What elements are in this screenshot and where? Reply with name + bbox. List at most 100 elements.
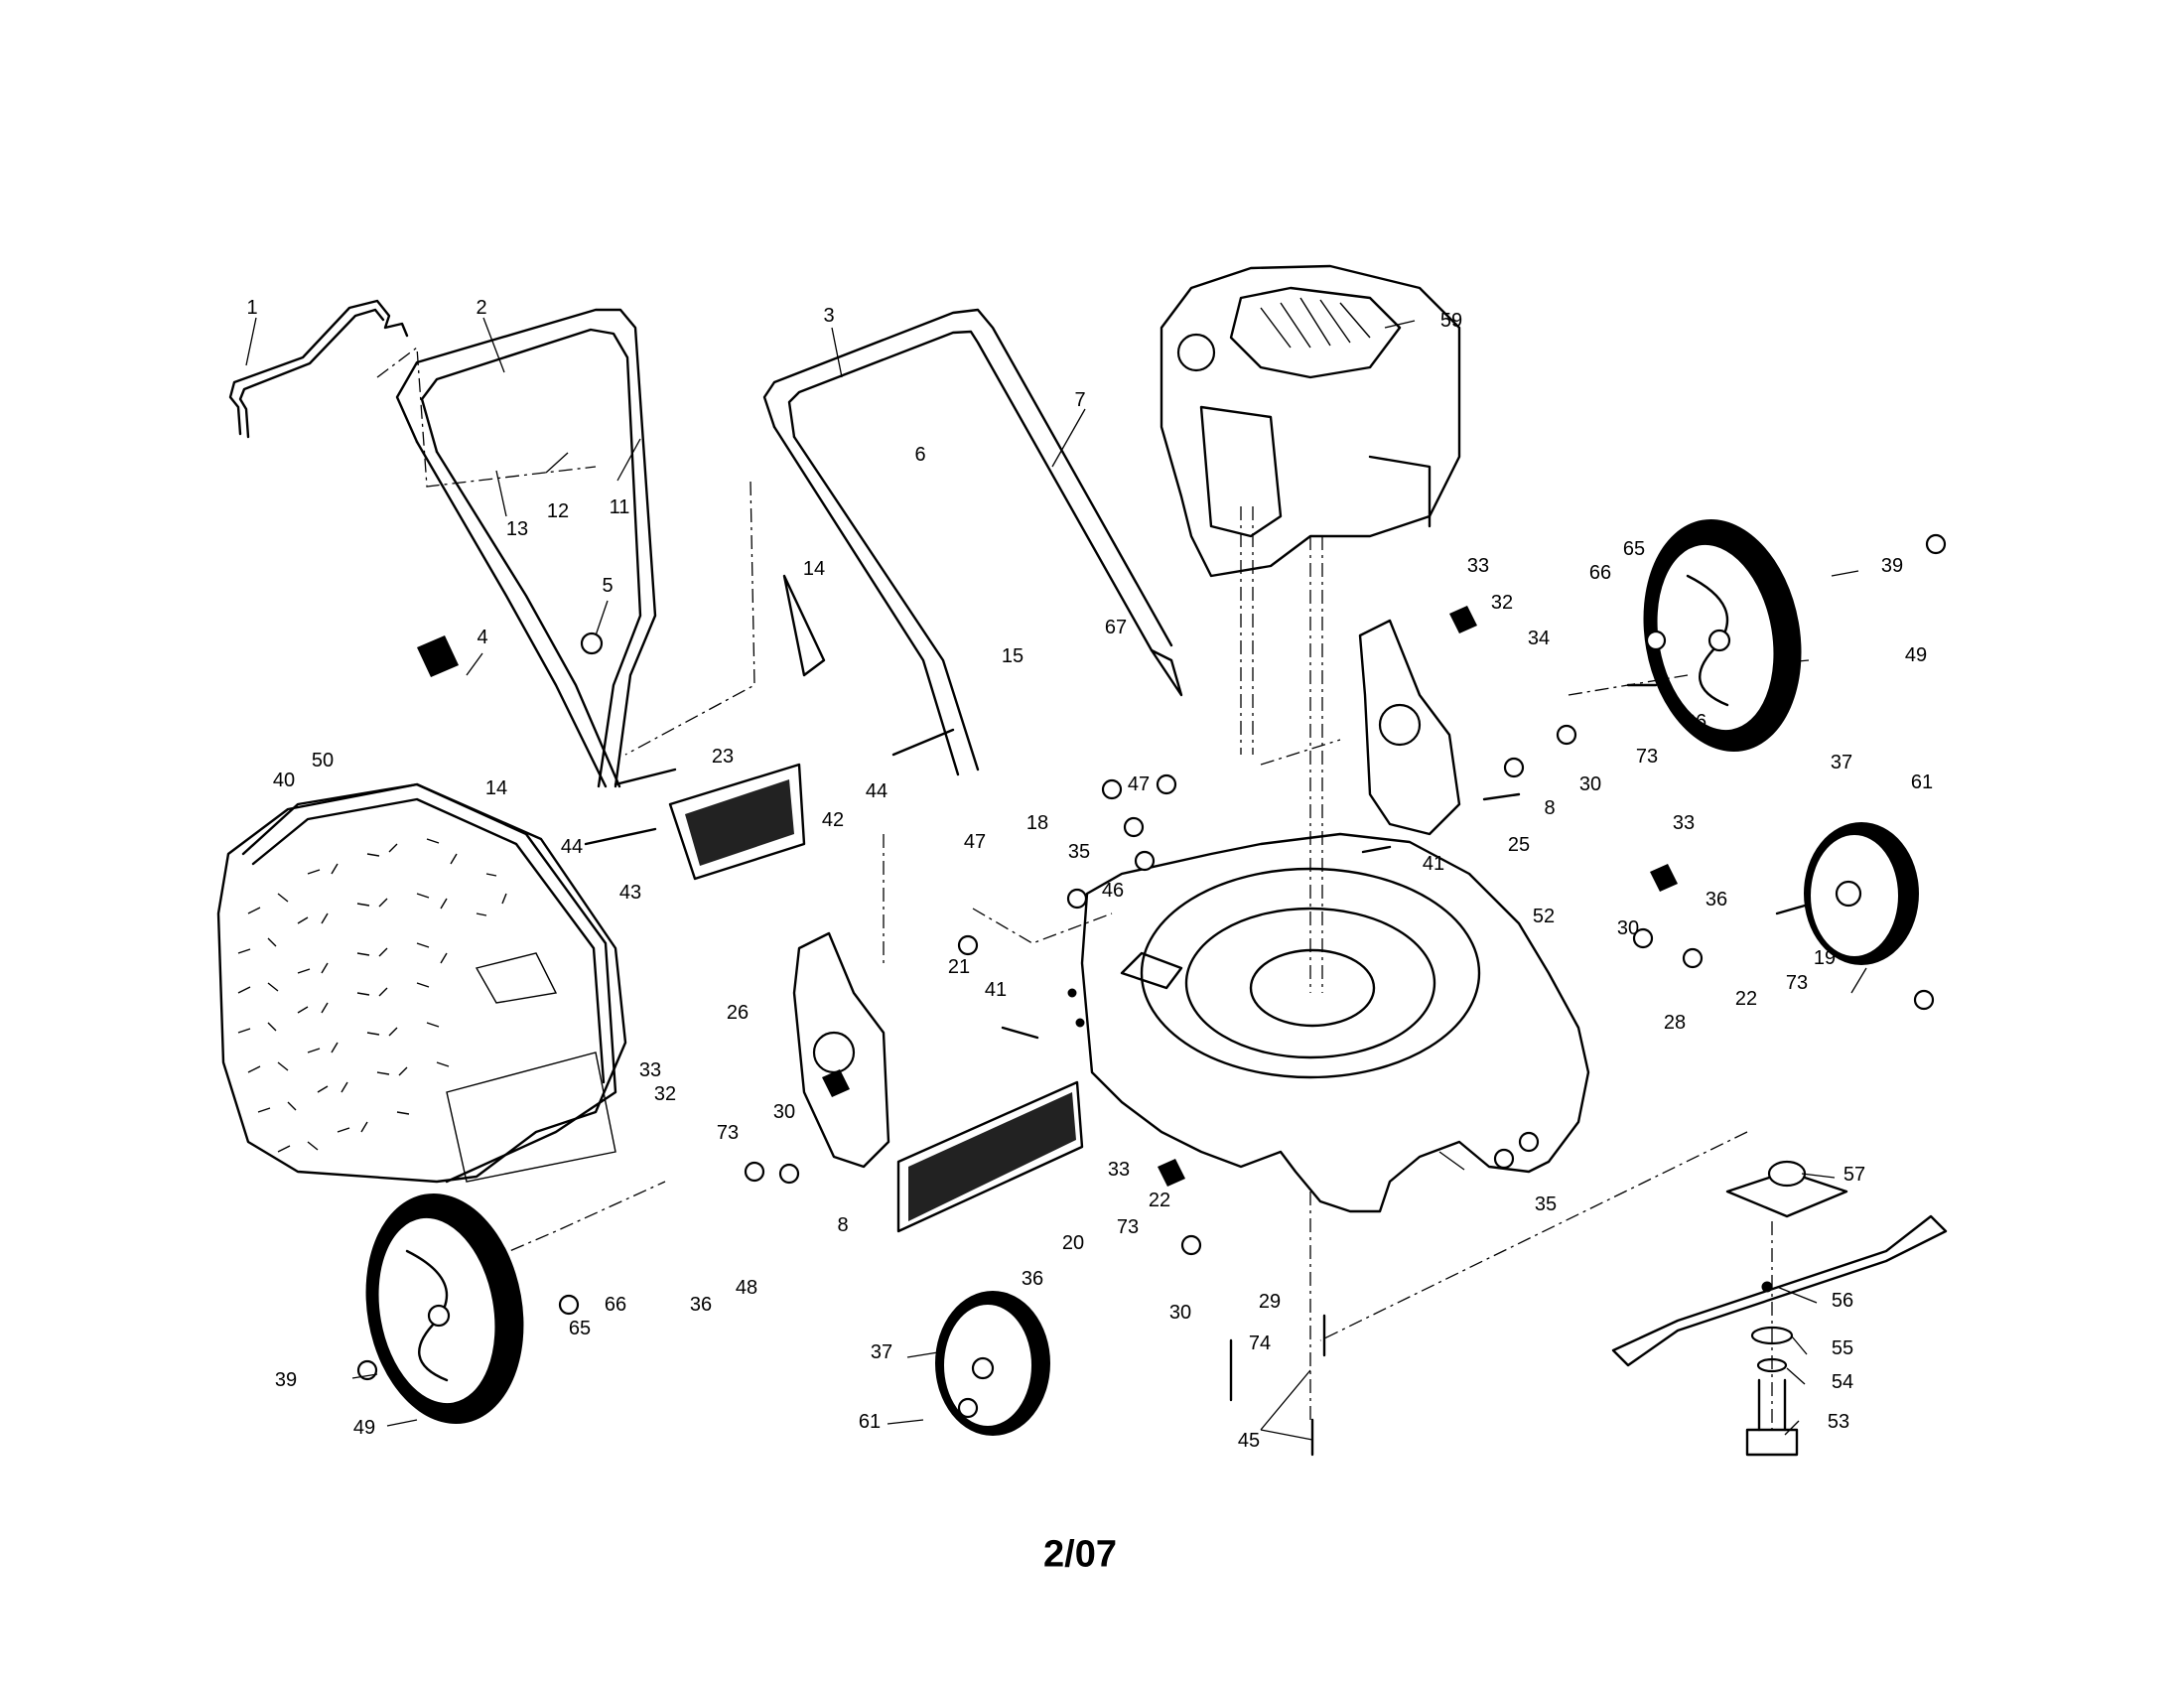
part-label-40: 40: [272, 770, 296, 791]
part-label-73-right-lower: 73: [1785, 972, 1809, 994]
part-label-67: 67: [1104, 617, 1128, 638]
part-label-12: 12: [546, 500, 570, 522]
part-label-53: 53: [1827, 1411, 1850, 1433]
part-label-54: 54: [1831, 1371, 1854, 1393]
part-label-59: 59: [1439, 310, 1463, 332]
part-label-34: 34: [1527, 628, 1551, 649]
engine: [1160, 264, 1461, 578]
page-code: 2/07: [1043, 1533, 1117, 1576]
part-label-35-lower: 35: [1534, 1193, 1558, 1215]
part-label-36-left: 36: [689, 1294, 713, 1316]
part-label-65-left: 65: [568, 1318, 592, 1339]
part-label-28: 28: [1663, 1012, 1687, 1034]
assembly-lines: [376, 346, 1773, 1430]
part-label-73-front: 73: [1116, 1216, 1140, 1238]
part-label-50: 50: [311, 750, 335, 772]
rear-flap-23: [668, 763, 806, 881]
part-label-55: 55: [1831, 1337, 1854, 1359]
part-label-22-left: 22: [1148, 1190, 1171, 1211]
part-label-21: 21: [947, 956, 971, 978]
part-label-18: 18: [1025, 812, 1049, 834]
part-label-14-upper: 14: [802, 558, 826, 580]
part-label-22-right: 22: [1734, 988, 1758, 1010]
part-label-56: 56: [1831, 1290, 1854, 1312]
part-label-61-right: 61: [1910, 772, 1934, 793]
part-label-43: 43: [618, 882, 642, 904]
part-label-47-upper: 47: [1127, 773, 1151, 795]
mower-deck: [1067, 832, 1590, 1213]
part-label-14-lower: 14: [484, 777, 508, 799]
part-label-73-right: 73: [1635, 746, 1659, 768]
part-label-30-front: 30: [1168, 1302, 1192, 1324]
lower-handle: [762, 308, 1183, 776]
part-label-49-left: 49: [352, 1417, 376, 1439]
part-label-73-left: 73: [716, 1122, 740, 1144]
part-label-25: 25: [1507, 834, 1531, 856]
small-hardware: [356, 533, 1947, 1457]
part-label-61-left: 61: [858, 1411, 882, 1433]
part-label-52: 52: [1532, 906, 1556, 927]
grass-catcher: [216, 782, 627, 1184]
part-label-29: 29: [1258, 1291, 1282, 1313]
part-label-32-right: 32: [1490, 592, 1514, 614]
part-label-3: 3: [823, 305, 835, 327]
part-label-74: 74: [1248, 1333, 1272, 1354]
part-label-41-left: 41: [984, 979, 1008, 1001]
part-label-30-right-lower: 30: [1616, 917, 1640, 939]
part-label-32-left: 32: [653, 1083, 677, 1105]
part-label-4: 4: [477, 627, 488, 648]
part-label-1: 1: [246, 297, 258, 319]
part-label-36-right-lower: 36: [1705, 889, 1728, 911]
part-label-15: 15: [1001, 645, 1024, 667]
part-label-7: 7: [1074, 389, 1086, 411]
part-label-45: 45: [1237, 1430, 1261, 1452]
part-label-6: 6: [914, 444, 926, 466]
part-label-66-left: 66: [604, 1294, 627, 1316]
part-label-48: 48: [735, 1277, 758, 1299]
part-label-44-right: 44: [865, 780, 888, 802]
control-bail: [228, 299, 409, 439]
part-label-5: 5: [602, 575, 614, 597]
rear-skirt-21: [896, 1080, 1084, 1233]
part-label-47-left: 47: [963, 831, 987, 853]
part-label-39-left: 39: [274, 1369, 298, 1391]
part-label-37-left: 37: [870, 1341, 893, 1363]
part-label-8-left: 8: [837, 1214, 849, 1236]
part-label-13: 13: [505, 518, 529, 540]
rear-wheel-left: [365, 1193, 524, 1425]
rear-wheel-right: [1643, 519, 1802, 752]
blade-adapter-57: [1725, 1160, 1848, 1218]
part-label-57: 57: [1843, 1164, 1866, 1186]
part-label-11: 11: [609, 496, 630, 518]
part-label-37-right: 37: [1830, 752, 1853, 773]
part-label-36-front: 36: [1021, 1268, 1044, 1290]
height-adjuster-right: [1358, 619, 1461, 836]
part-label-2: 2: [476, 297, 487, 319]
part-label-42: 42: [821, 809, 845, 831]
part-label-44-left: 44: [560, 836, 584, 858]
part-label-33-front: 33: [1107, 1159, 1131, 1181]
part-label-33-right-lower: 33: [1672, 812, 1696, 834]
part-label-30-right: 30: [1578, 773, 1602, 795]
part-label-41-right: 41: [1422, 853, 1445, 875]
part-label-19: 19: [1813, 947, 1837, 969]
part-label-66-right: 66: [1588, 562, 1612, 584]
part-label-26: 26: [726, 1002, 750, 1024]
part-label-65-right: 65: [1622, 538, 1646, 560]
front-wheel-right: [1804, 822, 1919, 965]
part-label-8-right: 8: [1544, 797, 1556, 819]
part-label-46: 46: [1101, 880, 1125, 902]
part-label-36-right: 36: [1684, 711, 1707, 733]
part-label-23: 23: [711, 746, 735, 768]
part-label-33-left: 33: [638, 1059, 662, 1081]
part-label-30-left: 30: [772, 1101, 796, 1123]
part-label-35-upper: 35: [1067, 841, 1091, 863]
leader-lines: [245, 317, 1867, 1441]
upper-handle: [395, 308, 657, 788]
part-label-20: 20: [1061, 1232, 1085, 1254]
part-label-33-right-upper: 33: [1466, 555, 1490, 577]
front-wheel-left: [935, 1291, 1050, 1436]
part-label-39-right: 39: [1880, 555, 1904, 577]
